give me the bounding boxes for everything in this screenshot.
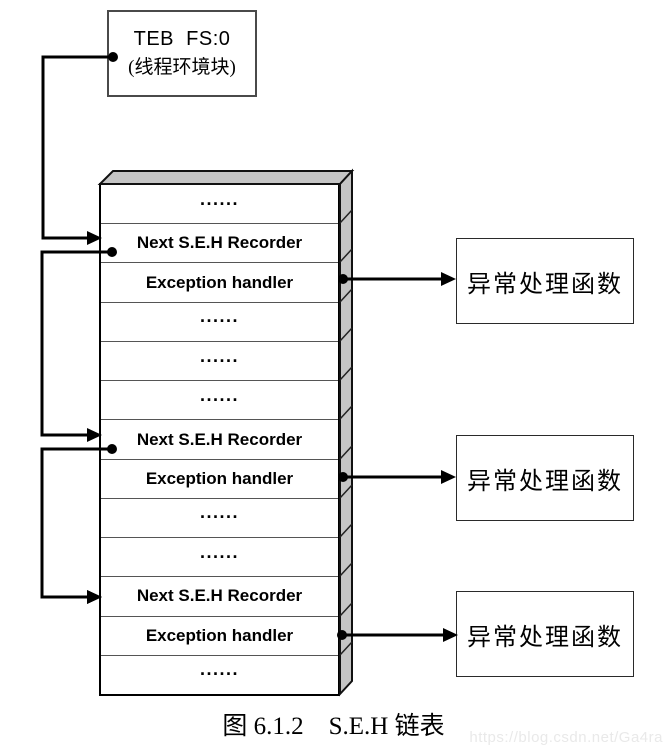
stack-right-face <box>339 168 353 697</box>
stack-row-ellipsis: ...... <box>101 537 338 576</box>
stack-row-exception-handler-1: Exception handler <box>101 262 338 301</box>
handler1-to-function-arrow <box>338 272 456 286</box>
handler2-to-function-arrow <box>338 470 456 484</box>
stack-row-next-seh-recorder-2: Next S.E.H Recorder <box>101 419 338 458</box>
stack-row-ellipsis: ...... <box>101 654 338 694</box>
handler3-to-function-arrow <box>337 628 458 642</box>
stack-side-ticks <box>339 209 353 656</box>
stack-row-exception-handler-3: Exception handler <box>101 615 338 655</box>
stack-row-next-seh-recorder-3: Next S.E.H Recorder <box>101 576 338 615</box>
teb-box: TEB FS:0 (线程环境块) <box>107 10 257 97</box>
stack-row-ellipsis: ...... <box>101 301 338 341</box>
stack-row-exception-handler-2: Exception handler <box>101 458 338 498</box>
stack-row-ellipsis: ...... <box>199 188 239 209</box>
stack-row-ellipsis: ...... <box>101 380 338 419</box>
teb-subtitle: (线程环境块) <box>128 57 236 78</box>
exception-handler-function-box-3: 异常处理函数 <box>456 591 634 677</box>
exception-handler-function-box-1: 异常处理函数 <box>456 238 634 324</box>
seh-record-stack: ...... Next S.E.H Recorder Exception han… <box>99 183 340 696</box>
teb-title: TEB FS:0 <box>133 28 231 50</box>
stack-row-next-seh-recorder-1: Next S.E.H Recorder <box>101 223 338 262</box>
watermark-text: https://blog.csdn.net/Ga4ra <box>469 729 663 746</box>
figure-caption: 图 6.1.2 S.E.H 链表 <box>222 713 445 740</box>
exception-handler-function-box-2: 异常处理函数 <box>456 435 634 521</box>
stack-row-ellipsis: ...... <box>101 497 338 537</box>
stack-row-ellipsis: ...... <box>101 340 338 380</box>
